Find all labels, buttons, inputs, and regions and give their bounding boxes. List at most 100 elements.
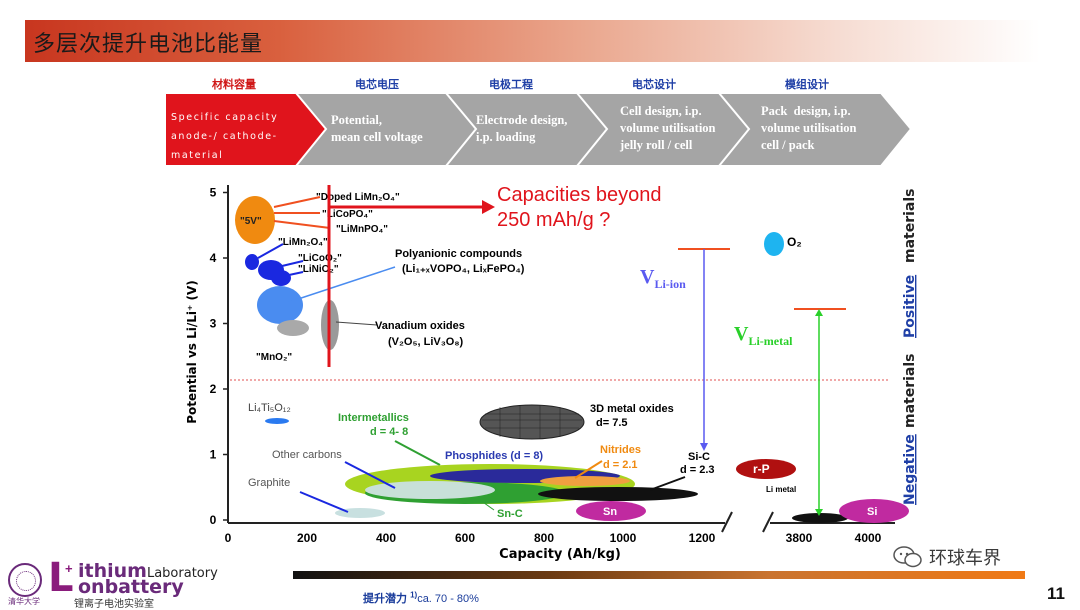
category-material-capacity: 材料容量 xyxy=(212,78,256,91)
si-c-d: d = 2.3 xyxy=(680,464,715,476)
y-tick-label: 1 xyxy=(210,448,217,462)
si-label: Si xyxy=(867,506,877,518)
category-cell-design: 电芯设计 xyxy=(632,78,676,91)
other-carbons-label: Other carbons xyxy=(272,449,342,461)
o2-label: O₂ xyxy=(787,235,802,249)
intermetallics-label: Intermetallics xyxy=(338,412,409,424)
li-metal-label: Li metal xyxy=(766,485,796,494)
y-tick-label: 3 xyxy=(210,317,217,331)
vanadium-formula: (V₂O₅, LiV₃O₈) xyxy=(388,336,464,348)
x-tick-label: 3800 xyxy=(786,531,813,545)
linio2-label: "LiNiO₂" xyxy=(298,264,339,275)
x-tick-label: 800 xyxy=(534,531,554,545)
li-metal-ellipse xyxy=(792,513,848,523)
footer-gradient-bar xyxy=(293,571,1025,579)
polyanionic-formula: (Li₁₊ₓVOPO₄, LiₓFePO₄) xyxy=(402,263,525,275)
o2-ellipse xyxy=(764,232,784,256)
y-tick-label: 0 xyxy=(210,513,217,527)
polyanionic-label: Polyanionic compounds xyxy=(395,248,522,260)
x-tick-label: 600 xyxy=(455,531,475,545)
step-2-text: Potential, mean cell voltage xyxy=(331,113,423,144)
lab-logo-line2: onbattery xyxy=(78,576,184,598)
x-tick-label: 400 xyxy=(376,531,396,545)
intermetallics-d: d = 4- 8 xyxy=(370,426,408,438)
y-axis-label: Potential vs Li/Li⁺ (V) xyxy=(185,280,199,424)
nitrides-label: Nitrides xyxy=(600,444,641,456)
lto-label: Li₄Ti₅O₁₂ xyxy=(248,402,291,414)
x-tick-label: 4000 xyxy=(855,531,882,545)
university-seal-text: 清华大学 xyxy=(8,597,40,606)
category-cell-voltage: 电芯电压 xyxy=(355,78,399,91)
wechat-icon xyxy=(893,546,922,568)
slide-title: 多层次提升电池比能量 xyxy=(33,32,264,57)
si-c-ellipse xyxy=(538,487,698,501)
licopo4-label: "LiCoPO₄" xyxy=(322,209,373,220)
lab-logo-line1: ithiumLaboratory xyxy=(78,560,218,582)
step-4-text: Cell design, i.p. volume utilisation jel… xyxy=(620,104,716,152)
metal-oxides-d: d= 7.5 xyxy=(596,417,628,429)
step-1-text: Specific capacity anode-/ cathode- mater… xyxy=(171,112,279,161)
nitrides-ellipse xyxy=(540,476,630,486)
graphite-label: Graphite xyxy=(248,477,290,489)
phosphides-label: Phosphides (d = 8) xyxy=(445,450,543,462)
callout-line2: 250 mAh/g ? xyxy=(497,209,610,231)
other-carbons-ellipse xyxy=(365,481,495,499)
v-li-ion-label: VLi-ion xyxy=(640,266,686,291)
sn-c-label: Sn-C xyxy=(497,508,523,520)
rp-label: r-P xyxy=(753,462,770,476)
negative-materials-label: Negative xyxy=(902,434,918,505)
category-electrode-engineering: 电极工程 xyxy=(489,78,533,91)
licoo2-label: "LiCoO₂" xyxy=(298,253,342,264)
5v-ellipse xyxy=(235,196,275,244)
positive-materials-label-prefix: materials xyxy=(902,188,918,263)
rp-ellipse xyxy=(736,459,796,479)
limn2o4-ellipse xyxy=(245,254,259,270)
sn-ellipse xyxy=(576,501,646,521)
metal-oxides-ellipse xyxy=(479,404,585,440)
chevron-step-2 xyxy=(294,93,488,166)
lab-logo-chinese: 锂离子电池实验室 xyxy=(74,599,154,610)
axis-break xyxy=(721,511,733,533)
category-module-design: 模组设计 xyxy=(785,78,829,91)
5v-label: "5V" xyxy=(240,216,262,227)
plus-icon: + xyxy=(65,561,73,576)
callout-line1: Capacities beyond xyxy=(497,184,662,206)
university-logo-icon xyxy=(8,563,42,597)
mno2-ellipse xyxy=(277,320,309,336)
axis-break xyxy=(762,511,774,533)
callout-arrow-head xyxy=(482,200,495,214)
graphite-ellipse xyxy=(335,508,385,518)
si-c-label: Si-C xyxy=(688,451,710,463)
mno2-label: "MnO₂" xyxy=(256,352,292,363)
x-tick-label: 0 xyxy=(225,531,232,545)
negative-materials-label-prefix: materials xyxy=(902,353,918,428)
x-tick-label: 1200 xyxy=(689,531,716,545)
linio2-ellipse xyxy=(271,270,291,286)
lto-ellipse xyxy=(265,418,289,424)
title-bar: 多层次提升电池比能量 xyxy=(25,20,1040,62)
v-li-metal-label: VLi-metal xyxy=(734,323,793,348)
limn2o4-label: "LiMn₂O₄" xyxy=(278,237,328,248)
si-ellipse xyxy=(839,499,909,523)
process-chevrons xyxy=(164,93,913,166)
lab-logo-letter: L xyxy=(48,555,74,601)
x-tick-label: 1000 xyxy=(610,531,637,545)
limnpo4-label: "LiMnPO₄" xyxy=(336,224,388,235)
chevron-step-5 xyxy=(717,93,913,166)
step-5-text: Pack design, i.p. volume utilisation cel… xyxy=(761,104,857,152)
x-tick-label: 200 xyxy=(297,531,317,545)
page-number: 11 xyxy=(1047,584,1065,603)
watermark-text: 环球车界 xyxy=(929,548,1001,568)
y-tick-label: 4 xyxy=(210,251,217,265)
vanadium-label: Vanadium oxides xyxy=(375,320,465,332)
step-3-text: Electrode design, i.p. loading xyxy=(476,113,568,144)
y-tick-label: 2 xyxy=(210,382,217,396)
positive-materials-label: Positive xyxy=(902,275,918,338)
nitrides-d: d = 2.1 xyxy=(603,459,638,471)
y-tick-label: 5 xyxy=(210,186,217,200)
metal-oxides-label: 3D metal oxides xyxy=(590,403,674,415)
watermark: 环球车界 xyxy=(893,544,1001,570)
chevron-step-3 xyxy=(444,93,628,166)
improvement-potential-note: 提升潜力 1)ca. 70 - 80% xyxy=(363,590,479,605)
